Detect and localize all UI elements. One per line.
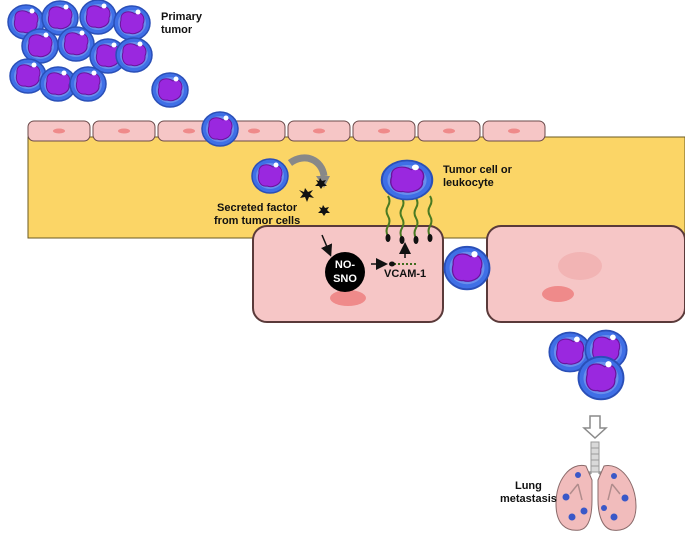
- tumor-cell-icon: [380, 159, 434, 201]
- tumor-cell-icon: [21, 28, 59, 64]
- primary-tumor-label: Primary tumor: [161, 11, 202, 37]
- tumor-cell-icon: [251, 158, 289, 194]
- endothelial-cell-icon: [287, 120, 351, 142]
- no-sno-node: [325, 252, 365, 292]
- tumor-cell-icon: [115, 37, 153, 73]
- adhesion-tethers: [385, 195, 433, 244]
- secreted-factor-icon: [299, 178, 330, 216]
- no-sno-label-line2: SNO: [333, 273, 357, 285]
- tumor-cell-icon: [113, 5, 151, 41]
- lung-metastasis-label-line1: Lung: [514, 480, 542, 492]
- endothelial-cell-icon: [417, 120, 481, 142]
- endothelial-cell-icon: [27, 120, 91, 142]
- endothelial-lining: [27, 120, 546, 142]
- tumor-cell-leukocyte-label: Tumor cell or leukocyte: [443, 164, 512, 190]
- primary-tumor-label-line1: Primary: [161, 11, 202, 23]
- secreted-factor-label-line2: from tumor cells: [214, 215, 301, 227]
- no-sno-label-line1: NO-: [334, 259, 356, 271]
- primary-tumor-cluster: [7, 0, 153, 102]
- tumor-cell-leukocyte-label-line2: leukocyte: [443, 177, 494, 189]
- lung-metastasis-label: Lung metastasis: [500, 480, 557, 506]
- endothelial-cell-icon: [486, 225, 685, 323]
- endothelial-cell-icon: [92, 120, 156, 142]
- secreted-factor-label: Secreted factor from tumor cells: [214, 202, 300, 228]
- no-sno-label: NO- SNO: [328, 258, 362, 286]
- lung-icon: [555, 441, 637, 531]
- tumor-cell-icon: [151, 72, 189, 108]
- lung-metastasis-label-line2: metastasis: [500, 493, 557, 505]
- vcam-receptor-icon: [389, 261, 418, 267]
- endothelial-cell-icon: [352, 120, 416, 142]
- tumor-cell-icon: [201, 111, 239, 147]
- circulating-tumor-cluster: [548, 329, 628, 401]
- tumor-cell-icon: [57, 26, 95, 62]
- arrow-icon: [320, 234, 333, 257]
- endothelial-cell-icon: [482, 120, 546, 142]
- curved-arrow-icon: [287, 154, 328, 177]
- tumor-cell-icon: [577, 355, 625, 401]
- vcam-label: VCAM-1: [384, 268, 427, 280]
- arrow-icon: [582, 415, 608, 440]
- tumor-cell-icon: [69, 66, 107, 102]
- interstitium-layer: [27, 136, 685, 239]
- tumor-cell-leukocyte-label-line1: Tumor cell or: [443, 164, 512, 176]
- tumor-cell-icon: [443, 245, 491, 291]
- primary-tumor-label-line2: tumor: [161, 24, 193, 36]
- secreted-factor-label-line1: Secreted factor: [217, 202, 298, 214]
